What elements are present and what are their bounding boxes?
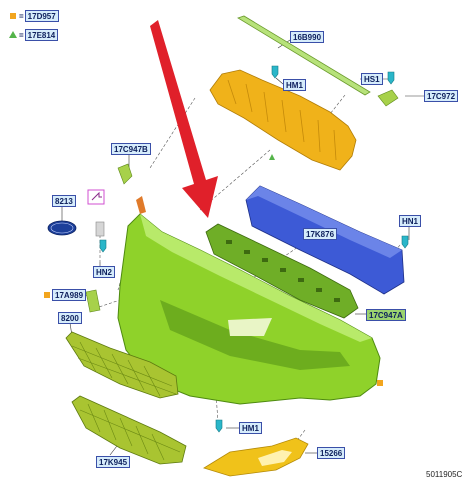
- bumper-plate-area: [228, 318, 272, 336]
- upper-bracket-ribs: [227, 79, 337, 161]
- square-marker-bumper: [377, 380, 383, 386]
- 17c947b-bracket: [117, 163, 133, 185]
- fog-lamp-bezel-opening: [258, 450, 292, 466]
- callout-17c947b[interactable]: 17C947B: [111, 143, 151, 155]
- triangle-marker-bracket: [269, 154, 275, 160]
- callout-8200[interactable]: 8200: [58, 312, 82, 324]
- callout-15266[interactable]: 15266: [317, 447, 346, 459]
- ford-emblem-ring: [50, 222, 74, 234]
- reinforcement-beam-top: [246, 186, 402, 258]
- legend-item-square: =17D957: [19, 10, 59, 22]
- hn1-clip: [401, 235, 409, 249]
- callout-hs1[interactable]: HS1: [361, 73, 383, 85]
- legend-code-17d957[interactable]: 17D957: [24, 10, 59, 22]
- upper-grille: [65, 331, 179, 399]
- callout-17c972[interactable]: 17C972: [424, 90, 459, 102]
- red-arrow: [150, 20, 218, 218]
- callout-hm1-bottom[interactable]: HM1: [239, 422, 262, 434]
- 17c972-bracket: [377, 89, 399, 107]
- orange-clip: [136, 196, 146, 214]
- document-id: 5011905C: [426, 470, 463, 479]
- trim-strip: [237, 15, 371, 96]
- callout-17k945[interactable]: 17K945: [96, 456, 131, 468]
- callout-17a989[interactable]: 17A989: [52, 289, 87, 301]
- legend-triangle-marker: [9, 31, 17, 38]
- hs1-clip: [387, 71, 395, 85]
- square-marker-17a989: [44, 292, 50, 298]
- bumper-cover-lower: [160, 300, 350, 370]
- upper-grille-mesh: [71, 341, 177, 397]
- callout-hn1[interactable]: HN1: [399, 215, 422, 227]
- callout-17c947a[interactable]: 17C947A: [366, 309, 406, 321]
- legend-equals: =: [19, 12, 24, 21]
- ford-emblem: [47, 220, 77, 236]
- callout-17k876[interactable]: 17K876: [303, 228, 338, 240]
- callout-hm1-top[interactable]: HM1: [283, 79, 306, 91]
- callout-16b990[interactable]: 16B990: [290, 31, 325, 43]
- lower-grille-mesh: [79, 403, 181, 461]
- bumper-cover-top: [140, 214, 372, 342]
- legend-code-17e814[interactable]: 17E814: [24, 29, 59, 41]
- hn2-clip: [99, 239, 107, 253]
- small-plug: [95, 221, 105, 237]
- hm1-clip-bottom: [215, 419, 223, 433]
- hm1-clip-top: [271, 65, 279, 79]
- callout-8213[interactable]: 8213: [52, 195, 76, 207]
- lower-grille: [71, 395, 187, 465]
- 17a989-bracket: [85, 289, 101, 313]
- fog-lamp-bezel: [203, 437, 309, 477]
- legend-equals: =: [19, 31, 24, 40]
- legend-square-marker: [10, 13, 16, 19]
- legend-item-triangle: =17E814: [19, 29, 59, 41]
- absorber-holes: [226, 240, 340, 302]
- pink-box-arrow-icon: [91, 191, 102, 201]
- pink-label-box: [87, 189, 105, 205]
- callout-hn2[interactable]: HN2: [93, 266, 116, 278]
